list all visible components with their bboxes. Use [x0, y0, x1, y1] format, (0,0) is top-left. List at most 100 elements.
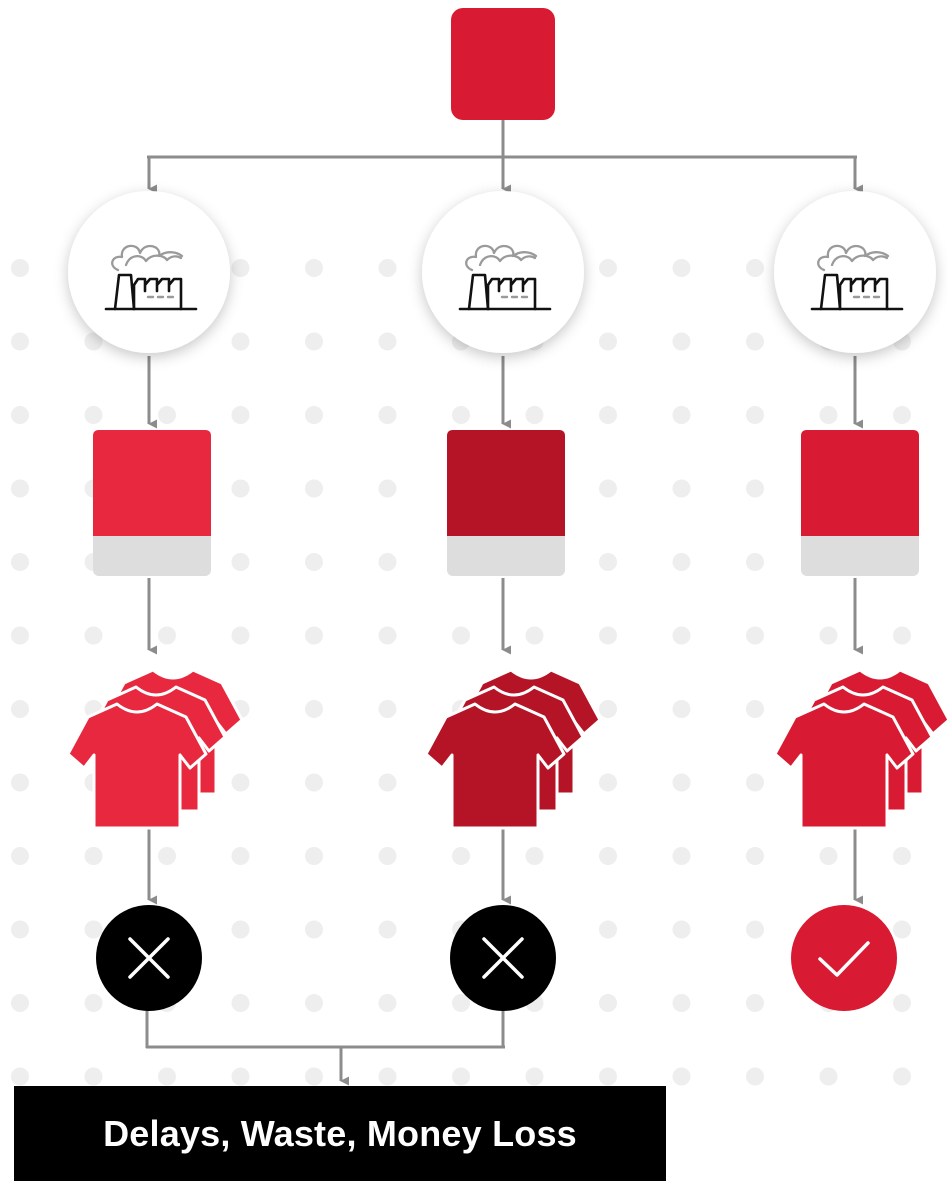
background-dot — [599, 994, 617, 1012]
background-dot — [746, 1067, 764, 1086]
background-dot — [84, 332, 103, 351]
background-dot — [525, 847, 544, 865]
background-dot — [305, 332, 323, 351]
background-dot — [746, 553, 764, 571]
background-dot — [305, 847, 323, 865]
background-dot — [378, 773, 397, 792]
background-dot — [452, 1067, 470, 1086]
background-dot — [599, 259, 617, 277]
background-dot — [672, 700, 691, 718]
background-dot — [231, 994, 250, 1012]
background-dot — [599, 332, 617, 351]
background-dot — [305, 626, 323, 645]
fail-badge — [450, 905, 556, 1011]
background-dot — [746, 259, 764, 277]
background-dot — [672, 406, 691, 424]
tshirt-icon — [424, 702, 566, 830]
background-dot — [746, 700, 764, 718]
background-dot — [599, 626, 617, 645]
background-dot — [305, 553, 323, 571]
background-dot — [672, 920, 691, 939]
background-dot — [378, 406, 397, 424]
background-dot — [378, 626, 397, 645]
background-dot — [11, 553, 29, 571]
background-dot — [378, 847, 397, 865]
background-dot — [819, 626, 838, 645]
background-dot — [84, 920, 103, 939]
background-dot — [746, 626, 764, 645]
background-dot — [158, 406, 176, 424]
background-dot — [599, 700, 617, 718]
background-dot — [231, 479, 250, 498]
background-dot — [158, 847, 176, 865]
background-dot — [11, 406, 29, 424]
background-dot — [11, 700, 29, 718]
background-dot — [231, 773, 250, 792]
background-dot — [672, 332, 691, 351]
outcome-badges — [96, 905, 897, 1011]
background-dot — [452, 994, 470, 1012]
factory-node-circle — [422, 191, 584, 353]
swatch-color — [447, 430, 565, 536]
background-dot — [231, 406, 250, 424]
background-dot — [452, 847, 470, 865]
background-dot — [599, 1067, 617, 1086]
background-dot — [525, 1067, 544, 1086]
background-dot — [599, 479, 617, 498]
background-dot — [378, 1067, 397, 1086]
background-dot — [305, 479, 323, 498]
background-dot — [11, 332, 29, 351]
background-dot — [84, 406, 103, 424]
background-dot — [599, 553, 617, 571]
tshirt-batches — [66, 668, 947, 830]
background-dot — [231, 626, 250, 645]
background-dot — [84, 994, 103, 1012]
background-dot — [819, 847, 838, 865]
background-dot — [672, 626, 691, 645]
background-dot — [672, 1067, 691, 1086]
background-dot — [746, 920, 764, 939]
factory-node — [422, 191, 584, 353]
factory-node-circle — [68, 191, 230, 353]
background-dot — [672, 553, 691, 571]
background-dot — [305, 700, 323, 718]
background-dot — [672, 847, 691, 865]
background-dot — [893, 920, 911, 939]
background-dot — [11, 479, 29, 498]
background-dot — [305, 994, 323, 1012]
fail-badge — [96, 905, 202, 1011]
background-dot — [11, 847, 29, 865]
background-dot — [231, 332, 250, 351]
background-dot — [819, 1067, 838, 1086]
dyed-swatch — [447, 430, 565, 576]
background-dot — [452, 626, 470, 645]
tshirt-stack-icon — [66, 668, 244, 830]
background-dot — [378, 700, 397, 718]
factory-icon — [104, 244, 198, 311]
background-dot — [11, 773, 29, 792]
result-label: Delays, Waste, Money Loss — [103, 1112, 577, 1154]
background-dot — [599, 406, 617, 424]
background-dot — [84, 1067, 103, 1086]
tshirt-stack-icon — [424, 668, 602, 830]
background-dot — [158, 626, 176, 645]
background-dot — [231, 553, 250, 571]
background-dot — [746, 406, 764, 424]
dyed-swatch — [801, 430, 919, 576]
swatch-color — [801, 430, 919, 536]
background-dot — [11, 994, 29, 1012]
background-dot — [893, 847, 911, 865]
background-dot — [11, 1067, 29, 1086]
background-dot — [893, 406, 911, 424]
background-dot — [525, 406, 544, 424]
background-dot — [599, 847, 617, 865]
background-dot — [158, 1067, 176, 1086]
factory-icon — [810, 244, 904, 311]
x-icon — [128, 937, 170, 979]
background-dot — [378, 920, 397, 939]
background-dot — [746, 479, 764, 498]
tshirt-icon — [773, 702, 915, 830]
background-dot — [231, 920, 250, 939]
background-dot — [305, 259, 323, 277]
